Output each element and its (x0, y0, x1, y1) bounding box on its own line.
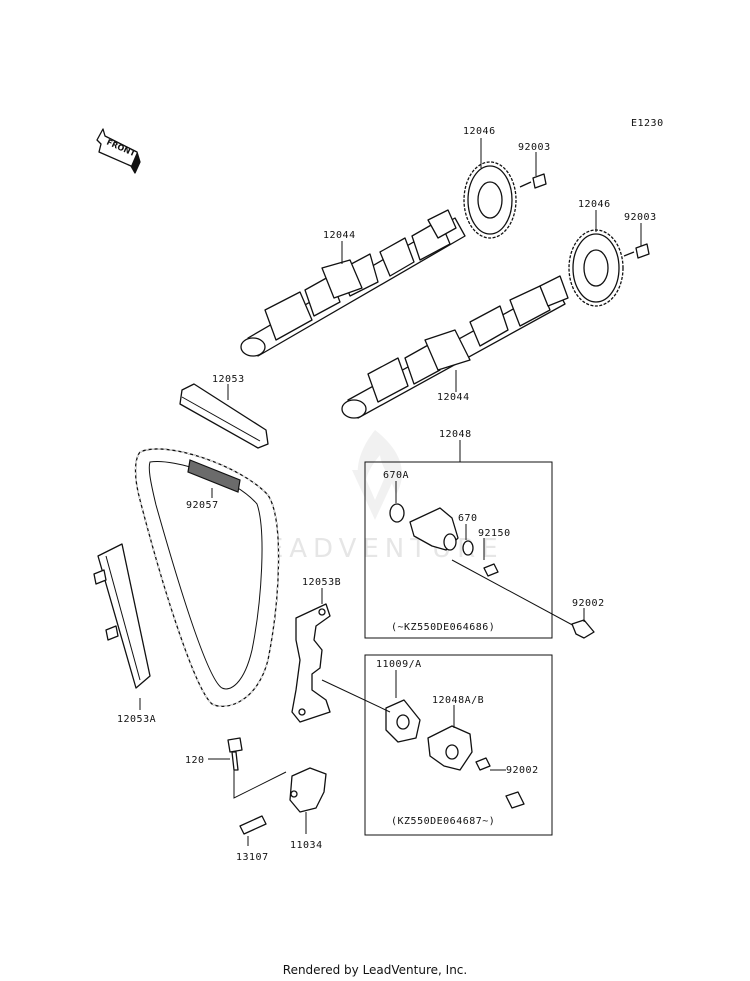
label-11034: 11034 (290, 840, 323, 851)
bolt-92003-upper (519, 173, 547, 189)
diagram-code: E1230 (631, 118, 664, 129)
label-12048: 12048 (439, 429, 472, 440)
bracket-11034 (289, 767, 327, 813)
chain-guide-12053A (93, 543, 151, 689)
label-670A: 670A (383, 470, 409, 481)
label-670: 670 (458, 513, 478, 524)
footer-credit: Rendered by LeadVenture, Inc. (283, 963, 467, 977)
label-92003-upper: 92003 (518, 142, 551, 153)
tensioner-12048 (409, 507, 459, 551)
cam-chain-92057 (134, 448, 280, 707)
watermark-logo (352, 430, 402, 520)
label-12053B: 12053B (302, 577, 341, 588)
pin-13107 (239, 815, 267, 835)
tensioner-box-early (364, 461, 553, 639)
label-92003-lower: 92003 (624, 212, 657, 223)
o-ring-670 (462, 540, 474, 556)
front-arrow-icon: FRONT (96, 128, 141, 174)
bolt-92002-early (451, 559, 595, 639)
label-12044-lower: 12044 (437, 392, 470, 403)
tensioner-box-late (364, 654, 553, 836)
o-ring-670A (389, 503, 405, 523)
chain-guide-12053B (291, 603, 331, 723)
label-12046-upper: 12046 (463, 126, 496, 137)
label-92002-early: 92002 (572, 598, 605, 609)
label-92057: 92057 (186, 500, 219, 511)
label-12053A: 12053A (117, 714, 156, 725)
leader-lines (139, 138, 642, 846)
label-12048AB: 12048A/B (432, 695, 484, 706)
bolt-92150 (483, 563, 499, 577)
label-11009A: 11009/A (376, 659, 422, 670)
label-12044-upper: 12044 (323, 230, 356, 241)
bolt-92002-late (475, 757, 525, 809)
label-12053: 12053 (212, 374, 245, 385)
box-late-note: (KZ550DE064687~) (391, 816, 495, 827)
tensioner-12048AB (427, 725, 473, 771)
box-early-note: (~KZ550DE064686) (391, 622, 495, 633)
cam-sprocket-upper (463, 161, 517, 239)
label-12046-lower: 12046 (578, 199, 611, 210)
chain-guide-12053 (179, 383, 269, 449)
bolt-120 (227, 737, 243, 771)
cam-sprocket-lower (568, 229, 624, 307)
label-92002-late: 92002 (506, 765, 539, 776)
label-92150: 92150 (478, 528, 511, 539)
label-120: 120 (185, 755, 205, 766)
gasket-11009 (385, 699, 421, 743)
camshaft-upper (240, 209, 466, 357)
label-13107: 13107 (236, 852, 269, 863)
camshaft-lower (341, 275, 569, 419)
bolt-92003-lower (623, 243, 650, 259)
